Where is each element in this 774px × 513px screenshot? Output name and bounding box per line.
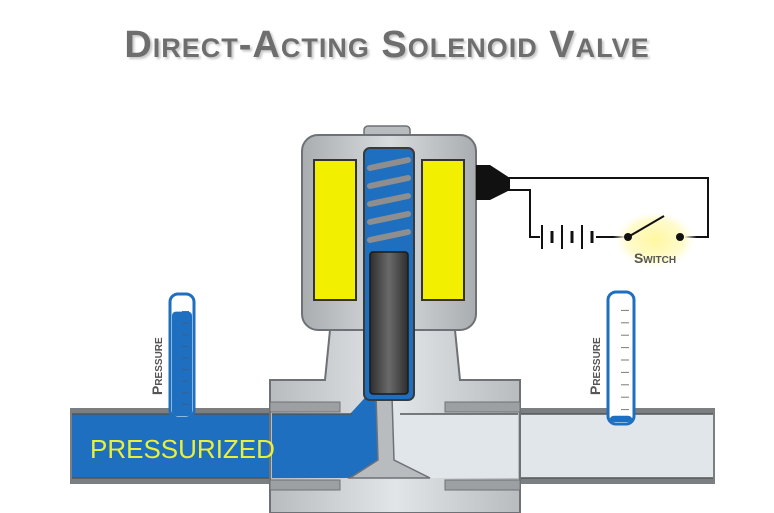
right-thread-bottom	[444, 479, 521, 491]
switch-glow	[613, 210, 697, 270]
inlet-passage	[272, 390, 392, 478]
solenoid-housing	[301, 125, 510, 401]
left-gauge-fill	[172, 311, 192, 416]
switch-label: Switch	[634, 250, 676, 266]
pressurized-label: PRESSURIZED	[90, 434, 275, 464]
right-gauge-tube	[606, 290, 636, 426]
wire-left	[508, 189, 540, 238]
outlet-passage	[392, 400, 518, 478]
plunger	[369, 251, 409, 395]
left-pressure-gauge: Pressure	[149, 292, 196, 420]
right-gauge-fill	[610, 415, 632, 422]
valve-body	[269, 329, 521, 513]
electrical-connector	[476, 165, 510, 200]
coil-right	[421, 159, 465, 301]
switch-lever[interactable]	[627, 215, 665, 238]
right-gauge-label: Pressure	[587, 337, 603, 395]
left-gauge-label: Pressure	[149, 337, 165, 395]
right-thread-top	[444, 401, 521, 413]
diagram-title: Direct-Acting Solenoid Valve	[124, 24, 650, 66]
switch[interactable]: Switch	[613, 210, 697, 270]
right-pressure-gauge: Pressure	[587, 290, 636, 426]
spring	[367, 157, 411, 243]
coil-left	[313, 159, 357, 301]
switch-contact-right	[676, 233, 684, 241]
battery-icon	[541, 225, 594, 249]
left-thread-top	[269, 401, 341, 413]
left-thread-bottom	[269, 479, 341, 491]
